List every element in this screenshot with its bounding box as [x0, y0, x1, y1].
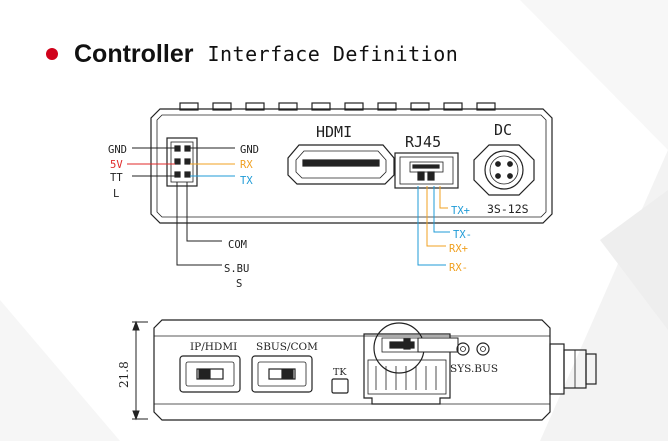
side-labels: 21.8 IP/HDMI SBUS/COM TK SYS.BUS	[117, 341, 498, 388]
label-dc-spec: 3S-12S	[487, 202, 529, 216]
label-gnd-left: GND	[108, 144, 127, 156]
label-rx-minus: RX-	[449, 262, 468, 274]
page-title: Controller	[74, 39, 194, 68]
front-view	[150, 102, 553, 224]
page-subtitle: Interface Definition	[207, 42, 459, 66]
label-rx: RX	[240, 159, 253, 171]
switch-ip-hdmi	[179, 355, 241, 393]
tk-button	[331, 378, 349, 394]
label-dimension: 21.8	[117, 361, 131, 388]
front-body-outline	[150, 108, 553, 224]
side-body-outline	[153, 319, 551, 421]
pin-header	[166, 137, 198, 187]
hdmi-port	[287, 144, 395, 185]
label-gnd-right: GND	[240, 144, 259, 156]
sys-bus-connector	[363, 322, 459, 405]
label-dc: DC	[494, 121, 512, 139]
label-ip-hdmi: IP/HDMI	[190, 341, 237, 353]
label-sys-bus: SYS.BUS	[450, 363, 498, 375]
front-labels: GND 5V TT L GND RX TX COM S.BU S HDMI RJ…	[108, 121, 529, 290]
label-tx: TX	[240, 175, 253, 187]
rj45-port	[394, 152, 459, 189]
side-dc-plug	[549, 343, 597, 395]
indicator-holes	[456, 342, 490, 356]
label-sbus-2: S	[236, 278, 242, 290]
label-com: COM	[228, 239, 247, 251]
label-rx-plus: RX+	[449, 243, 468, 255]
label-tx-plus: TX+	[451, 205, 470, 217]
label-tx-minus: TX-	[453, 229, 472, 241]
dc-connector	[473, 144, 535, 196]
top-fins	[179, 102, 496, 111]
label-sbus-1: S.BU	[224, 263, 249, 275]
label-rj45: RJ45	[405, 133, 441, 151]
label-ttl-1: TT	[110, 172, 123, 184]
label-5v: 5V	[110, 159, 123, 171]
bullet-dot-icon	[46, 48, 58, 60]
title-row: Controller Interface Definition	[46, 38, 458, 70]
height-dimension	[132, 320, 148, 421]
pin-leaders	[127, 147, 235, 266]
label-ttl-2: L	[113, 188, 119, 200]
label-tk: TK	[333, 367, 347, 378]
switch-sbus-com	[251, 355, 313, 393]
label-hdmi: HDMI	[316, 123, 352, 141]
rj45-leaders	[417, 186, 450, 266]
side-view	[132, 319, 597, 421]
label-sbus-com: SBUS/COM	[256, 341, 318, 353]
